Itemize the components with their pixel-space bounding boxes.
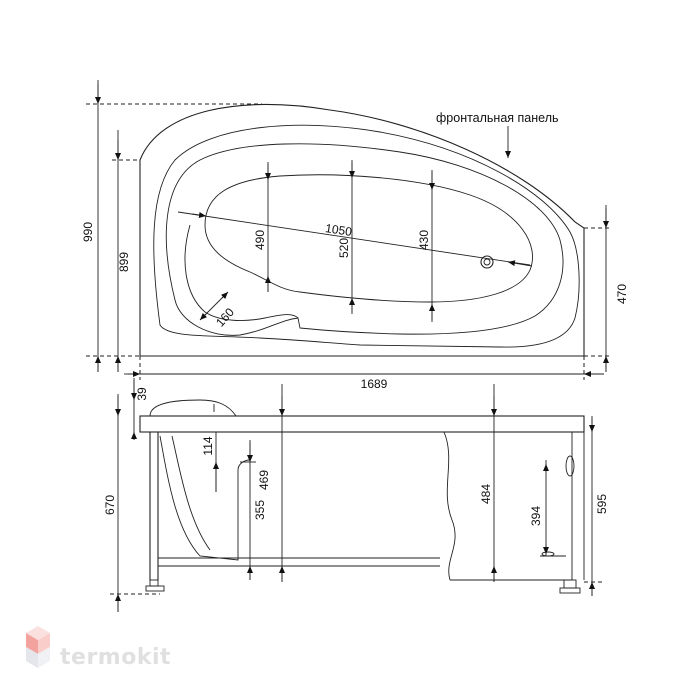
tub-basin-outer <box>165 143 564 336</box>
overflow-icon <box>565 455 575 477</box>
dim-899: 899 <box>117 252 131 272</box>
front-panel-cutaway <box>443 431 456 581</box>
dim-520: 520 <box>337 238 351 258</box>
cube-logo-icon <box>26 626 50 668</box>
tub-rim-elevation <box>139 415 585 433</box>
dim-1689: 1689 <box>361 377 388 391</box>
elevation-view: 39 670 114 355 469 484 394 <box>103 378 609 612</box>
plan-view: 990 899 470 1689 1050 490 520 <box>81 80 629 391</box>
tub-headrest-step <box>184 224 299 321</box>
dim-355: 355 <box>253 500 267 520</box>
headrest-icon <box>149 399 237 417</box>
dim-394: 394 <box>529 506 543 526</box>
dim-470: 470 <box>615 284 629 304</box>
dim-670: 670 <box>103 495 117 515</box>
drain-icon <box>480 255 494 269</box>
tub-outer-contour <box>139 103 585 357</box>
brand-name: termokit <box>60 645 171 670</box>
dim-990: 990 <box>81 222 95 242</box>
dim-595: 595 <box>595 494 609 514</box>
dim-114: 114 <box>201 436 215 455</box>
tub-rim-line <box>153 124 580 348</box>
brand-logo: termokit <box>26 626 171 670</box>
dim-430: 430 <box>417 230 431 250</box>
front-panel-label: фронтальная панель <box>436 111 559 125</box>
dim-490: 490 <box>253 230 267 250</box>
dim-1050: 1050 <box>324 221 353 239</box>
dim-469: 469 <box>257 470 271 490</box>
dim-39: 39 <box>135 387 149 401</box>
dim-160: 160 <box>213 305 237 329</box>
dim-484: 484 <box>479 484 493 504</box>
